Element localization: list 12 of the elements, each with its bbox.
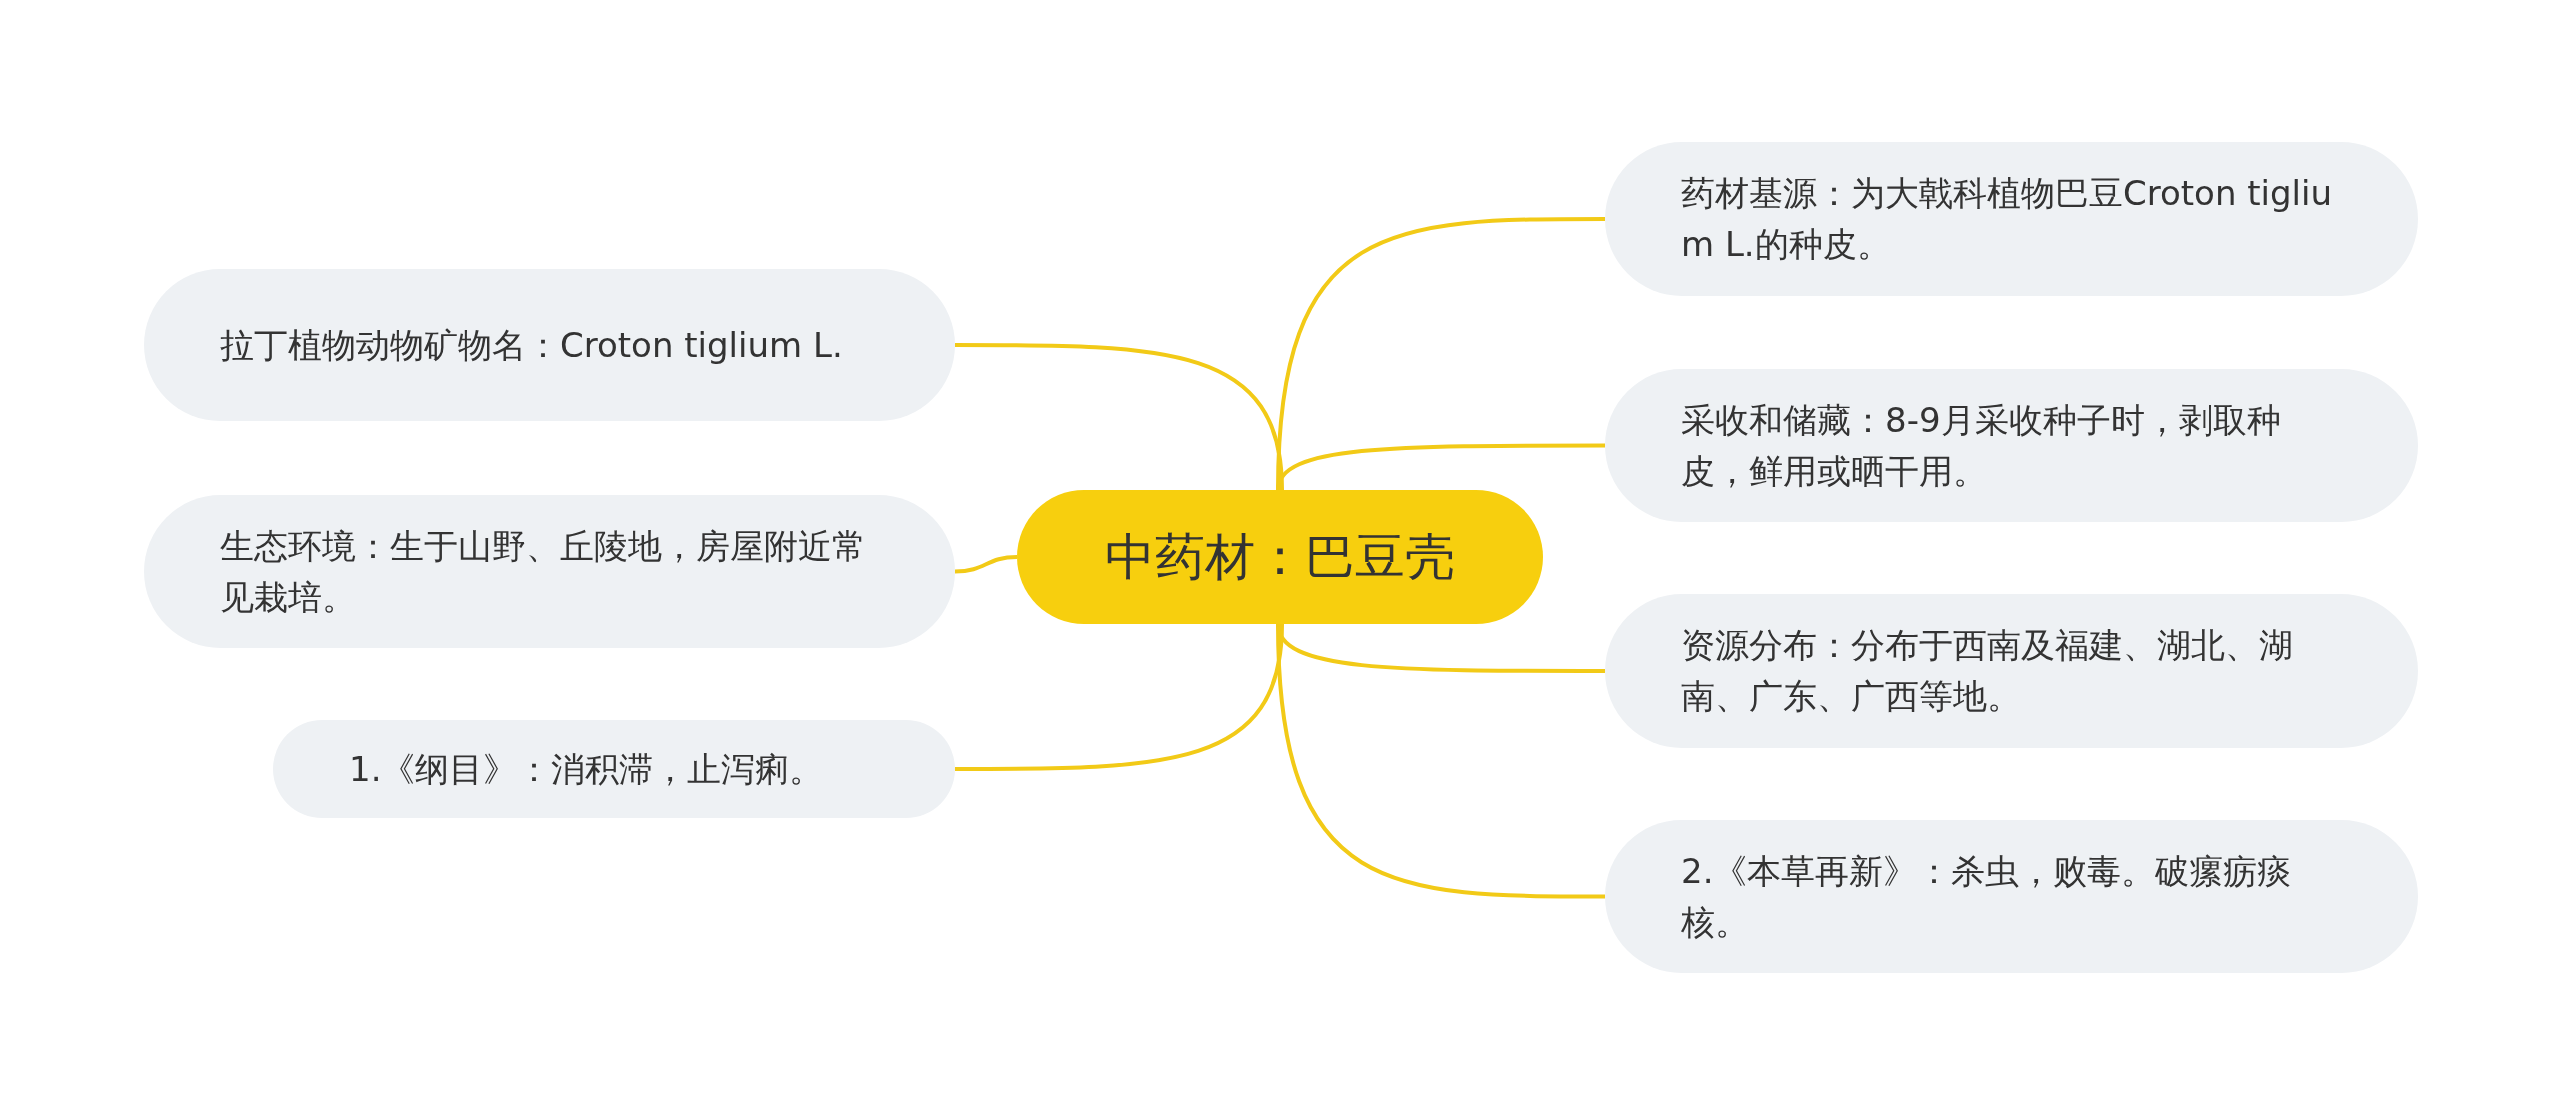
topic-text: 拉丁植物动物矿物名：Croton tiglium L. xyxy=(220,323,843,367)
branch-connector xyxy=(954,555,1018,574)
branch-connector xyxy=(1276,623,1605,899)
topic-text: 生态环境：生于山野、丘陵地，房屋附近常见栽培。 xyxy=(220,524,867,619)
topic-text: 1.《纲目》：消积滞，止泻痢。 xyxy=(349,747,824,791)
topic-text: 资源分布：分布于西南及福建、湖北、湖南、广东、广西等地。 xyxy=(1681,624,2294,718)
topic-text: 2.《本草再新》：杀虫，败毒。破瘰疬痰核。 xyxy=(1681,849,2293,944)
central-topic-text: 中药材：巴豆壳 xyxy=(1105,526,1455,588)
branch-connector xyxy=(955,623,1284,771)
branch-connector xyxy=(955,343,1284,491)
topic-text: 采收和储藏：8-9月采收种子时，剥取种皮，鲜用或晒干用。 xyxy=(1681,398,2282,493)
topic-text: 药材基源：为大戟科植物巴豆Croton tiglium L.的种皮。 xyxy=(1681,172,2334,266)
